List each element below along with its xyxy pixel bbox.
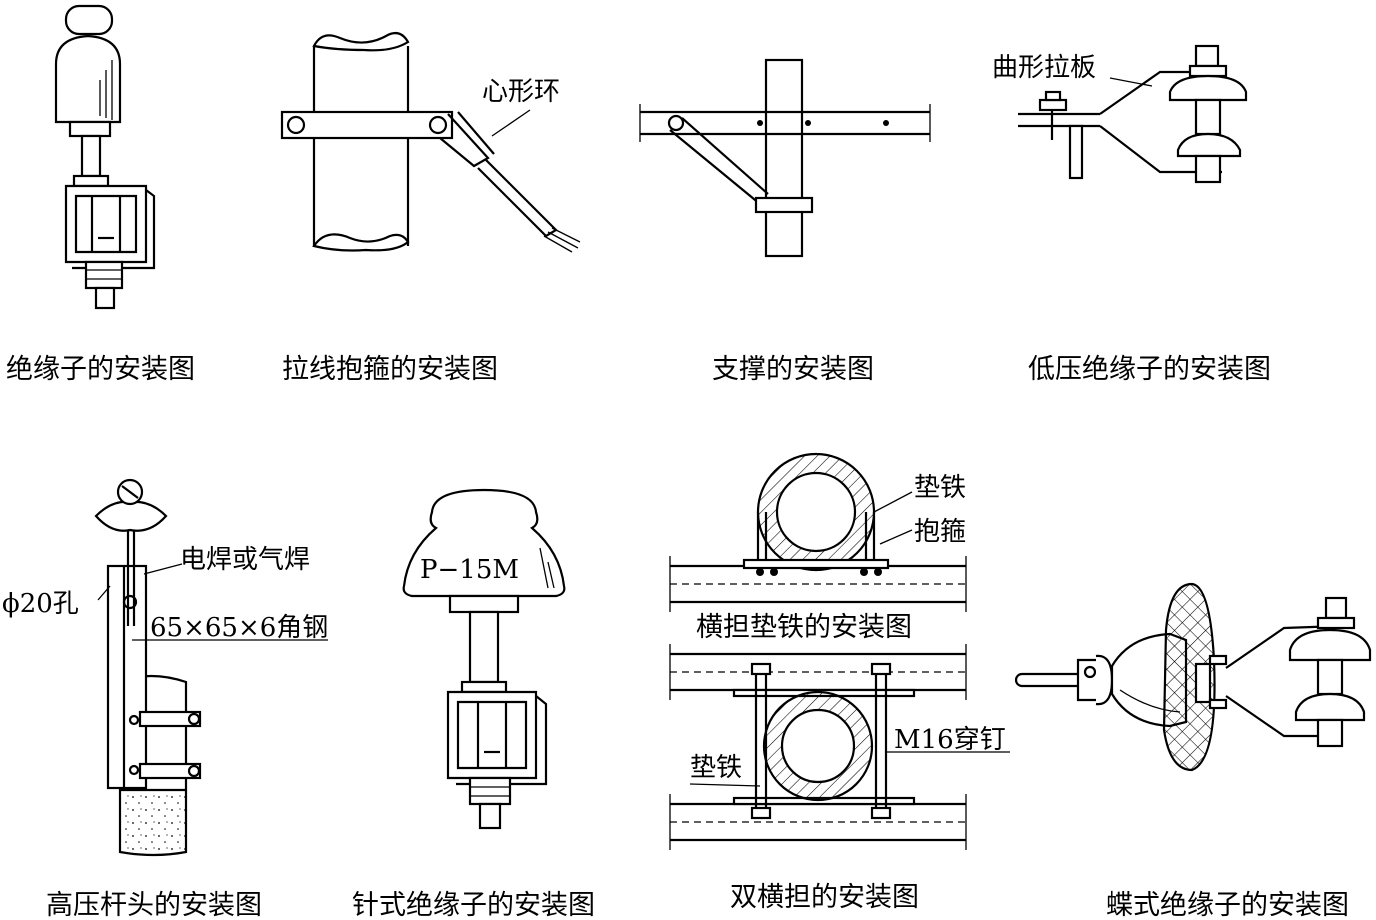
label-hoop: 抱箍: [914, 517, 966, 547]
label-pad-iron-bottom: 垫铁: [690, 753, 742, 783]
label-curved-plate: 曲形拉板: [992, 53, 1096, 83]
caption-brace: 支撑的安装图: [712, 354, 874, 385]
label-angle-steel: 65×65×6角钢: [150, 613, 328, 643]
caption-guy-clamp: 拉线抱箍的安装图: [282, 354, 498, 385]
label-through-bolt: M16穿钉: [894, 725, 1006, 755]
label-weld: 电焊或气焊: [180, 545, 310, 575]
lv-insulator-drawing: [1018, 44, 1248, 184]
guy-clamp-drawing: [280, 31, 581, 253]
label-heart-ring: 心形环: [482, 77, 560, 107]
caption-crossarm-pad: 横担垫铁的安装图: [696, 612, 912, 643]
caption-hv-pole-top: 高压杆头的安装图: [46, 890, 262, 920]
pin-insulator-drawing: [402, 488, 566, 830]
crossarm-pad-drawing: [669, 452, 967, 612]
butterfly-insulator-drawing: [1014, 582, 1372, 772]
label-pad-iron-top: 垫铁: [914, 473, 966, 503]
caption-butterfly-insulator: 蝶式绝缘子的安装图: [1106, 890, 1349, 920]
double-crossarm-drawing: [669, 644, 1010, 850]
label-insulator-model: P−15M: [420, 555, 519, 585]
brace-drawing: [639, 58, 931, 258]
caption-lv-insulator: 低压绝缘子的安装图: [1028, 354, 1271, 385]
hv-pole-top-drawing: [94, 478, 328, 857]
caption-pin-insulator: 针式绝缘子的安装图: [352, 890, 595, 920]
caption-insulator: 绝缘子的安装图: [6, 354, 195, 385]
label-hole: ϕ20孔: [2, 589, 79, 619]
caption-double-crossarm: 双横担的安装图: [730, 882, 919, 913]
insulator-drawing: [54, 4, 156, 310]
